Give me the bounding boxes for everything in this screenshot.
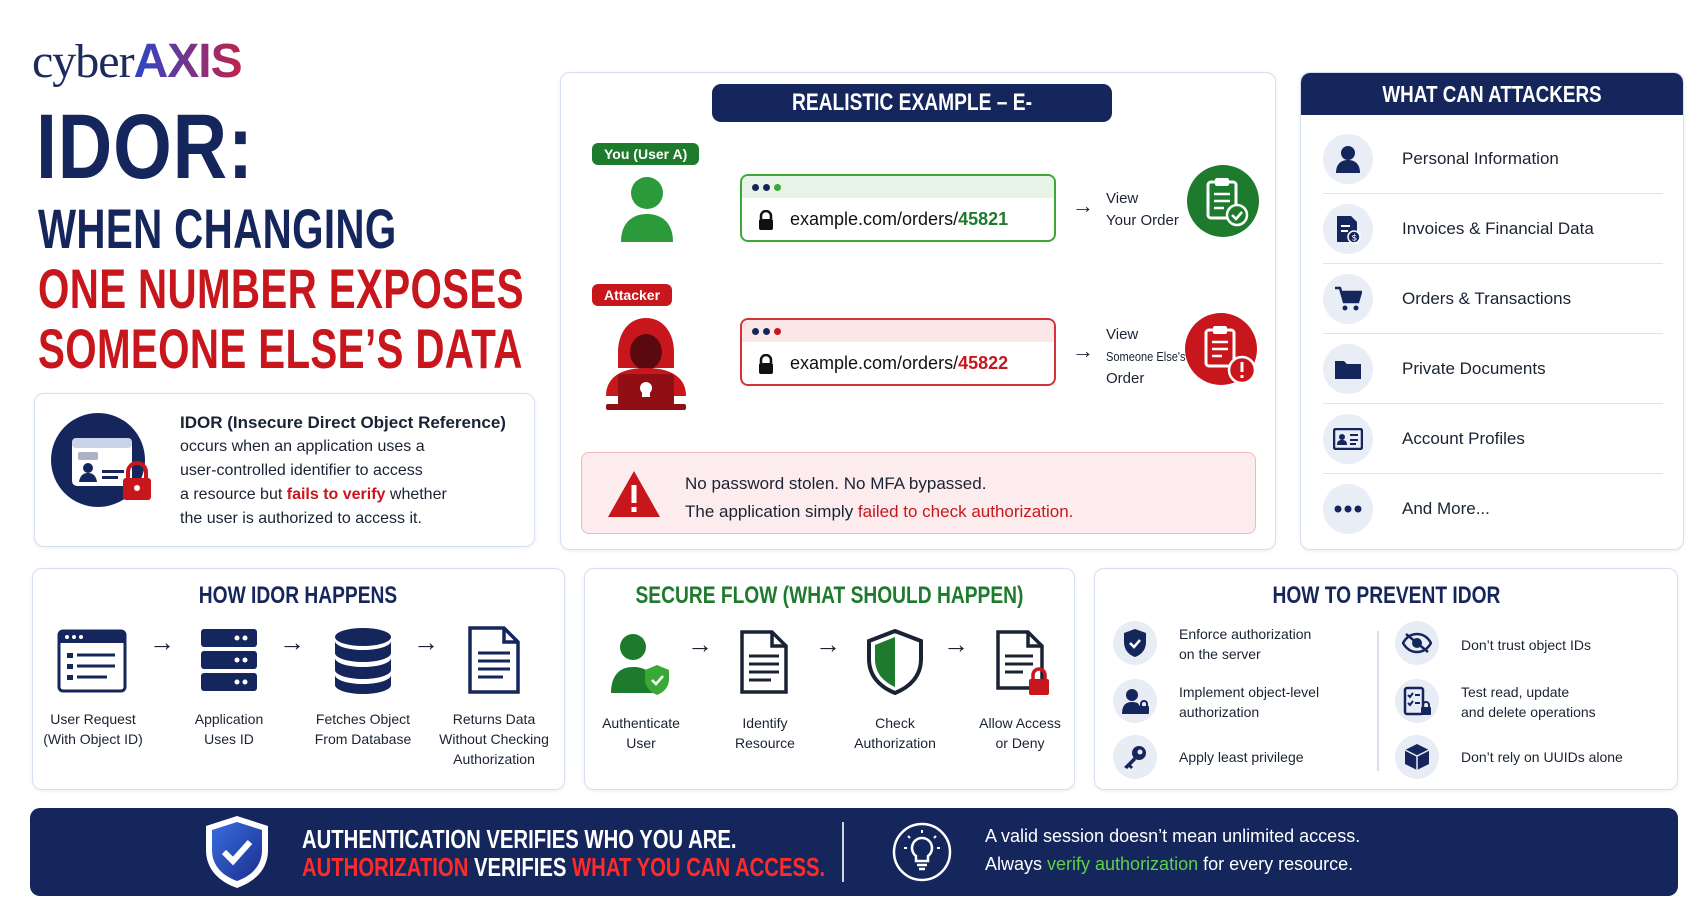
example-header: REALISTIC EXAMPLE – E-COMMERCE APP [712,84,1112,154]
lock-icon [758,209,774,235]
database-icon [333,627,393,700]
list-item: Personal Information [1323,124,1663,194]
definition-text-1: occurs when an application uses a [180,438,425,455]
definition-text-4: the user is authorized to access it. [180,510,422,527]
lock-icon [758,353,774,379]
prevent-item-3: Apply least privilege [1179,749,1304,765]
prevent-section: HOW TO PREVENT IDOR Enforce authorizatio… [1094,568,1678,790]
checklist-lock-icon [1395,679,1439,723]
eye-slash-icon [1395,621,1439,665]
footer-right-1: A valid session doesn’t mean unlimited a… [985,826,1361,846]
user-shield-icon [609,631,671,702]
title-line-4: SOMEONE ELSE’S DATA [38,317,523,380]
attackers-header: WHAT CAN ATTACKERS ACCESS? [1301,73,1683,149]
definition-text-2: user-controlled identifier to access [180,462,423,479]
divider [842,822,844,882]
warning-icon [606,469,662,524]
secure-header: SECURE FLOW (WHAT SHOULD HAPPEN) [635,582,1024,609]
arrow-right-icon: → [1072,193,1094,218]
prevent-header: HOW TO PREVENT IDOR [1272,582,1500,609]
cart-icon [1323,274,1373,324]
document-icon [739,629,789,700]
title-line-3: ONE NUMBER EXPOSES [38,257,524,320]
how-idor-section: HOW IDOR HAPPENS → → → User Request(With… [32,568,565,790]
id-card-icon [1323,414,1373,464]
cube-icon [1395,735,1439,779]
user-lock-icon [1113,679,1157,723]
hacker-icon [598,316,694,417]
arrow-right-icon: → [149,627,175,657]
order-check-icon [1186,164,1260,243]
ellipsis-icon [1323,484,1373,534]
arrow-right-icon: → [1072,338,1094,363]
person-icon [1323,134,1373,184]
page-title: IDOR: [36,96,254,198]
attacker-url-bar: example.com/orders/45822 [740,318,1056,386]
definition-term: IDOR (Insecure Direct Object Reference) [180,413,506,432]
user-badge: You (User A) [592,143,700,165]
attackers-card: WHAT CAN ATTACKERS ACCESS? Personal Info… [1300,72,1684,550]
attacker-badge: Attacker [592,284,673,306]
logo: cyberAXIS [32,35,243,88]
footer-banner: AUTHENTICATION VERIFIES WHO YOU ARE. AUT… [30,808,1678,896]
browser-window-icon [57,629,127,698]
browser-user-lock-icon [50,412,154,521]
user-url-bar: example.com/orders/45821 [740,174,1056,242]
shield-icon [867,628,923,700]
list-item: Orders & Transactions [1323,264,1663,334]
title-line-2: WHEN CHANGING [38,197,397,260]
secure-flow-section: SECURE FLOW (WHAT SHOULD HAPPEN) → → → A… [584,568,1075,790]
footer-right-2: Always verify authorization for every re… [985,854,1354,874]
divider [1377,631,1379,771]
how-header: HOW IDOR HAPPENS [199,582,398,609]
definition-text-3: a resource but fails to verify whether [180,486,447,503]
server-icon [199,627,259,698]
shield-check-icon [202,814,272,895]
footer-line-2: AUTHORIZATION VERIFIES WHAT YOU CAN ACCE… [302,852,826,882]
footer-line-1: AUTHENTICATION VERIFIES WHO YOU ARE. [302,824,737,854]
arrow-right-icon: → [687,629,713,659]
arrow-right-icon: → [815,629,841,659]
list-item: Account Profiles [1323,404,1663,474]
list-item: $Invoices & Financial Data [1323,194,1663,264]
how-step-1: User Request(With Object ID) [43,711,143,747]
user-icon [618,176,676,247]
list-item: Private Documents [1323,334,1663,404]
order-alert-icon [1184,312,1264,397]
svg-text:$: $ [1352,234,1358,244]
alert-banner: No password stolen. No MFA bypassed. The … [581,452,1256,534]
prevent-item-6: Don’t rely on UUIDs alone [1461,749,1623,765]
invoice-icon: $ [1323,204,1373,254]
shield-check-icon [1113,621,1157,665]
arrow-right-icon: → [413,627,439,657]
document-lock-icon [995,629,1051,704]
lightbulb-icon [892,822,952,887]
definition-card: IDOR (Insecure Direct Object Reference) … [34,393,535,547]
key-icon [1113,735,1157,779]
arrow-right-icon: → [943,629,969,659]
list-item: And More... [1323,474,1663,544]
arrow-right-icon: → [279,627,305,657]
folder-icon [1323,344,1373,394]
alert-line-1: No password stolen. No MFA bypassed. [685,474,987,493]
document-icon [467,625,521,700]
prevent-item-4: Don’t trust object IDs [1461,637,1591,653]
alert-line-2: The application simply failed to check a… [685,502,1074,521]
